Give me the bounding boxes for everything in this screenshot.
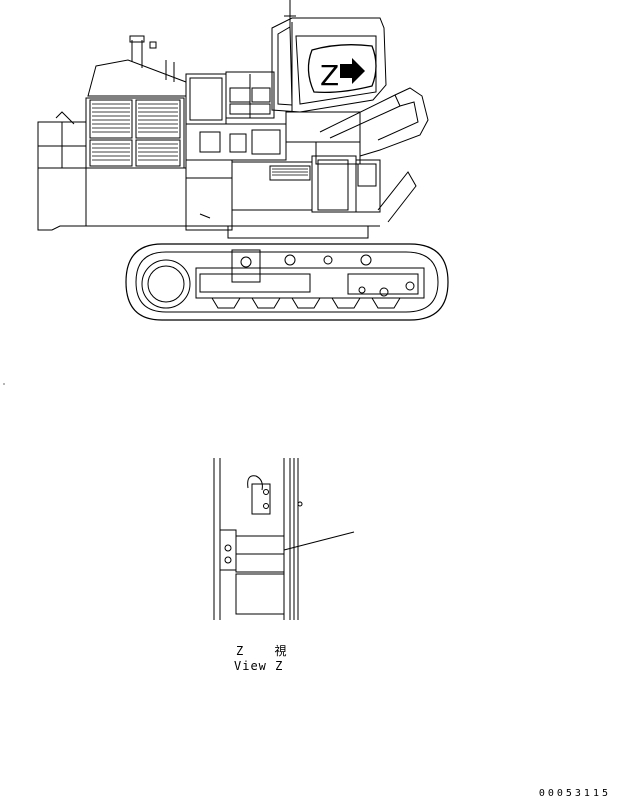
drawing-number: 00053115 <box>538 788 611 799</box>
label-plate <box>235 535 285 555</box>
view-z-detail <box>213 458 355 620</box>
machine-side-view: Z <box>37 0 449 321</box>
callout-letter: Z <box>320 59 339 92</box>
crawler-track <box>125 243 449 321</box>
boom <box>319 87 429 223</box>
view-label-jp: Z 視 <box>236 644 299 658</box>
leader-line <box>283 531 355 551</box>
counterweight <box>37 111 87 231</box>
radiator-panels <box>85 97 185 169</box>
right-arrow-icon <box>340 58 365 84</box>
engine-hood <box>87 35 187 97</box>
view-z-callout: Z <box>307 44 377 94</box>
view-label-en: View Z <box>234 659 284 673</box>
track-rollers <box>211 254 415 309</box>
revolving-frame <box>85 155 381 239</box>
operator-cab <box>271 17 387 113</box>
upper-structure <box>185 71 361 165</box>
